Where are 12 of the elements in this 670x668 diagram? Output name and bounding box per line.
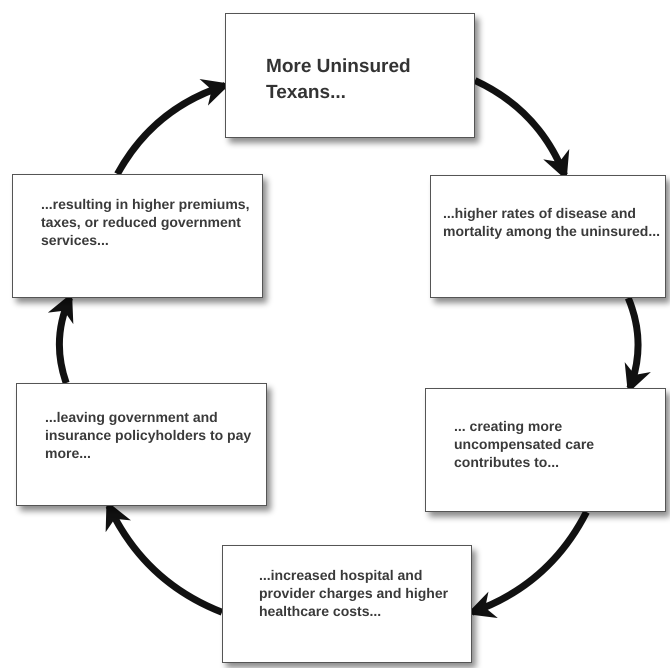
text-box (16, 383, 267, 506)
box-text: ...higher rates of disease and mortality among the uninsured... (443, 204, 661, 240)
text-box (430, 175, 666, 298)
box-text: ...leaving government and insurance policyholders to pay more... (45, 408, 252, 462)
text-box (425, 388, 666, 512)
box-text: More Uninsured Texans... (266, 55, 412, 105)
text-box (222, 545, 472, 663)
box-text: ...increased hospital and provider charges and higher healthcare costs... (259, 566, 450, 620)
text-box (225, 13, 475, 138)
box-text: ...resulting in higher premiums, taxes, or reduced government services... (41, 195, 250, 249)
box-text: ... creating more uncompensated care contributes to... (454, 417, 596, 471)
text-box (12, 174, 263, 298)
